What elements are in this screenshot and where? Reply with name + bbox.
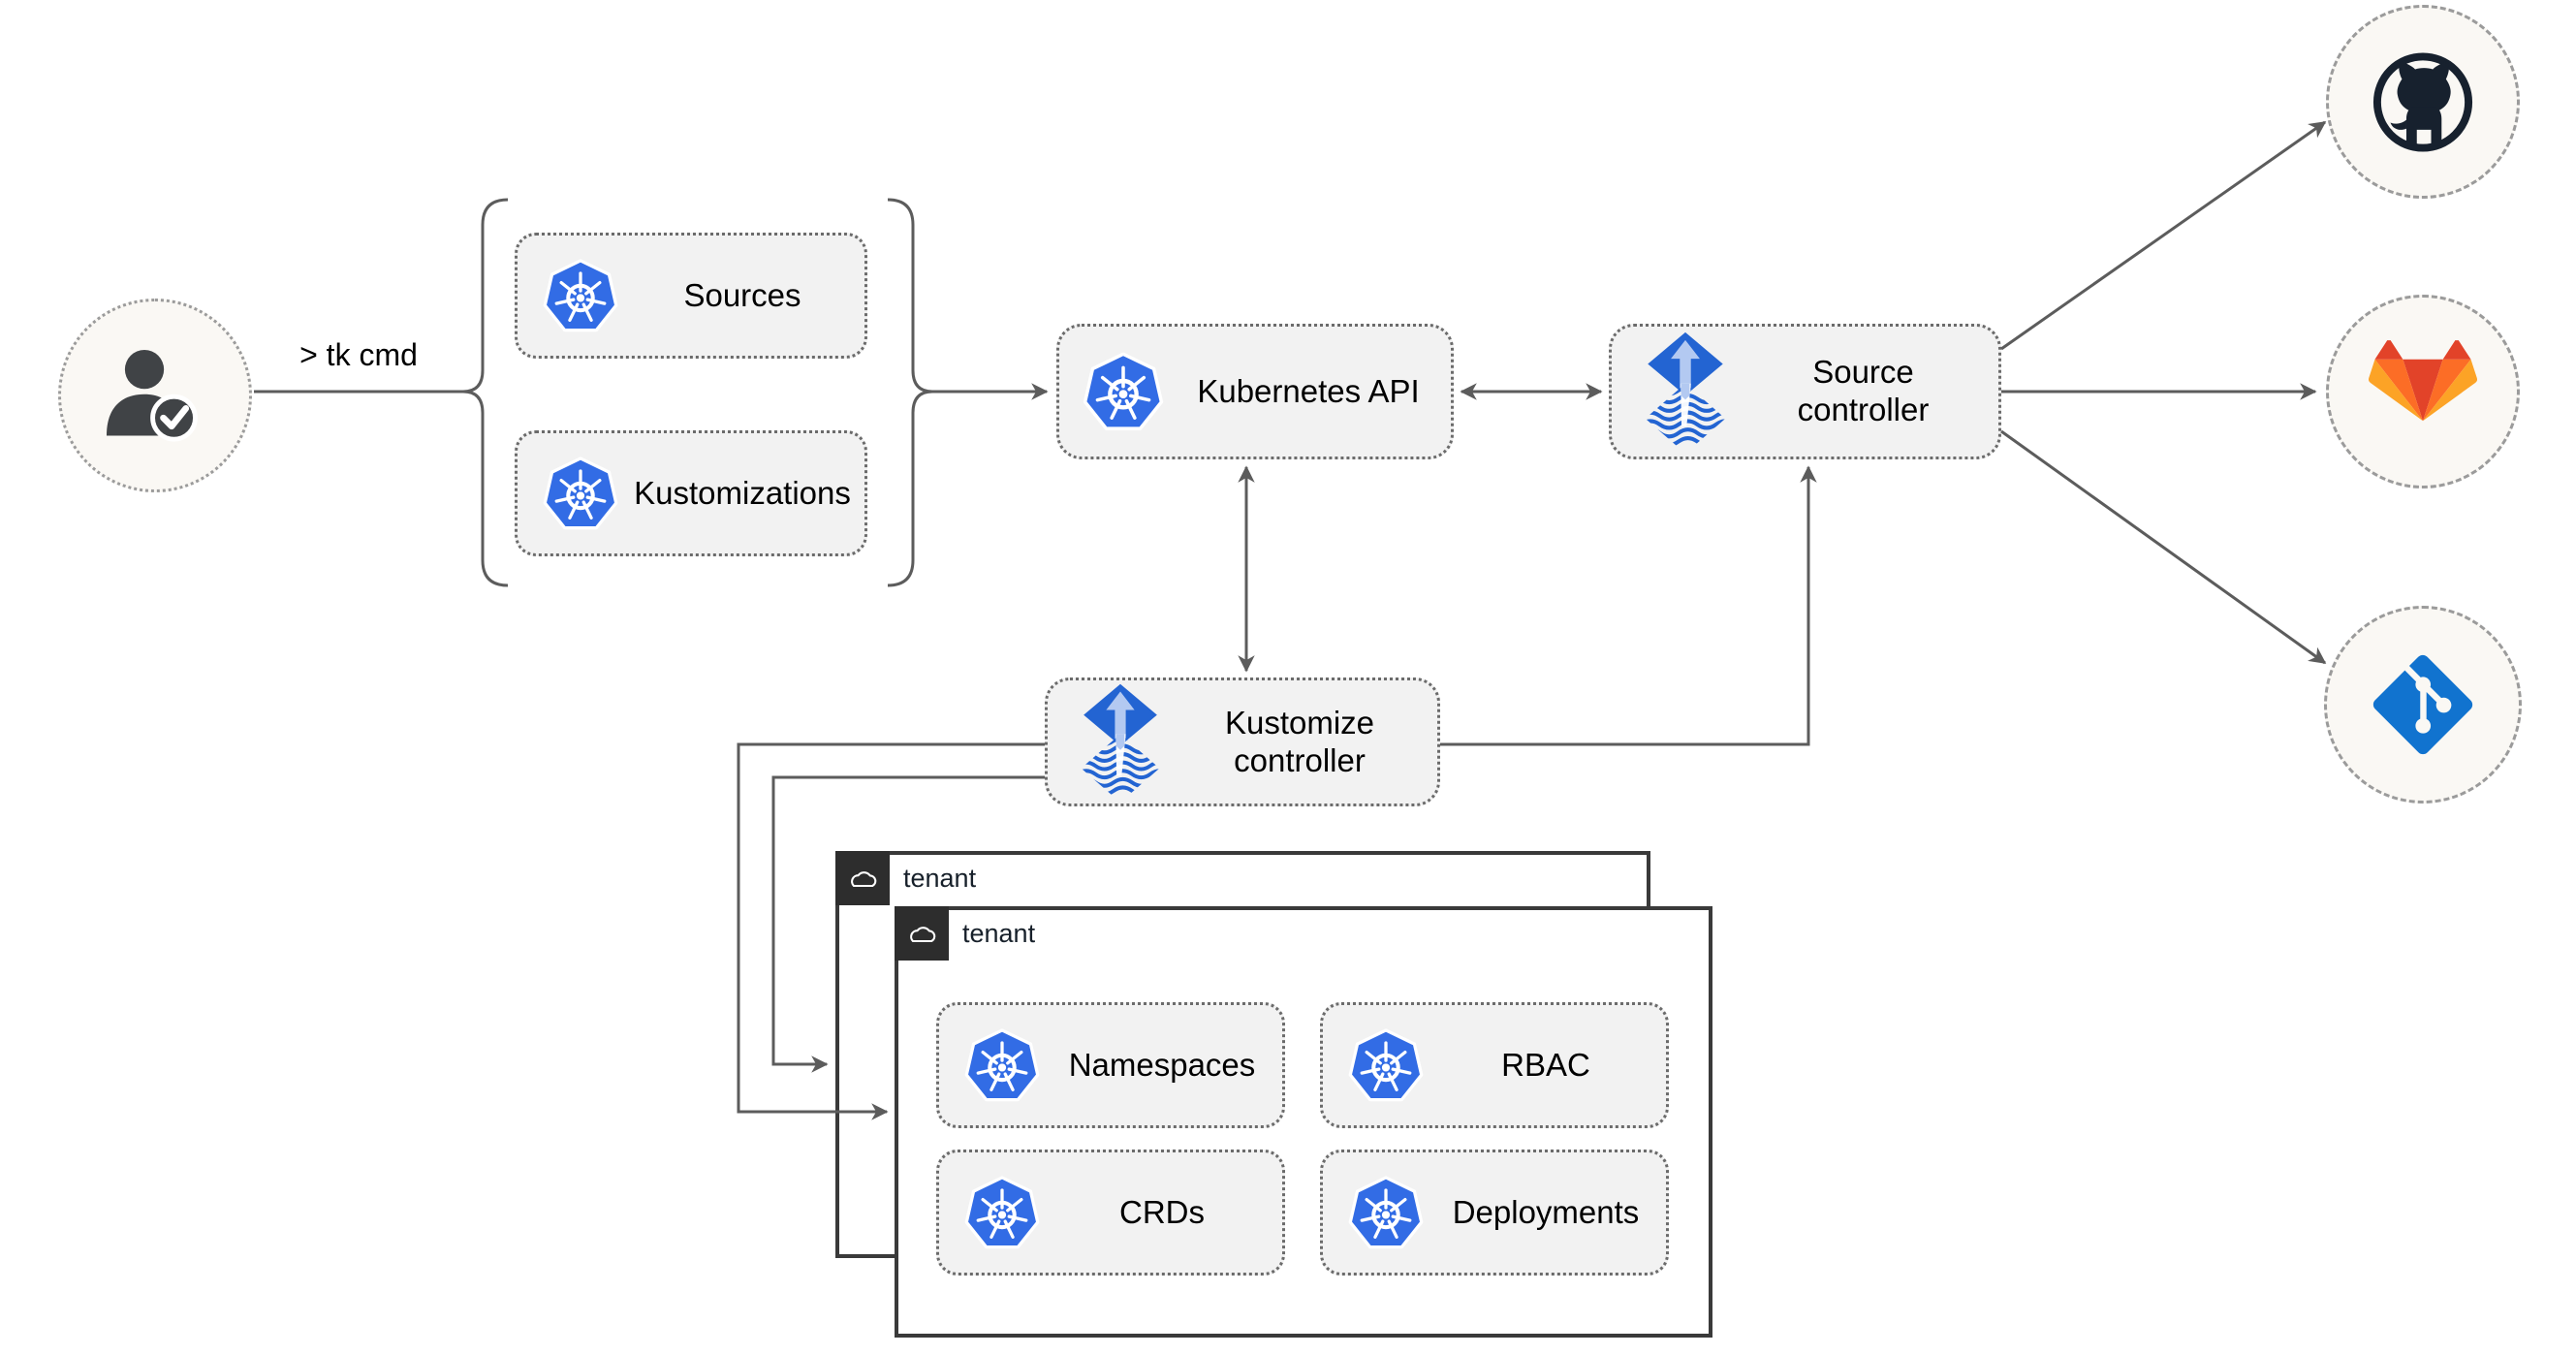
kubernetes-icon <box>541 256 620 335</box>
kubernetes-icon <box>1081 349 1166 434</box>
edge-source-controller-to-github <box>2000 120 2327 351</box>
tenant-header <box>895 906 949 961</box>
cloud-icon <box>845 866 881 892</box>
git-icon <box>2371 652 2475 757</box>
rbac-label: RBAC <box>1501 1046 1590 1083</box>
cloud-icon <box>904 921 940 947</box>
namespaces-label: Namespaces <box>1068 1046 1256 1083</box>
sources-node: Sources <box>515 233 867 359</box>
cli-command-label: > tk cmd <box>299 337 418 372</box>
user-actor <box>58 299 252 492</box>
tenant-label: tenant <box>903 864 977 893</box>
tenant-label: tenant <box>962 919 1036 948</box>
kubernetes-api-node: Kubernetes API <box>1056 324 1454 459</box>
rbac-node: RBAC <box>1320 1002 1669 1128</box>
kubernetes-icon <box>541 454 620 533</box>
crds-node: CRDs <box>936 1150 1285 1276</box>
tenant-header <box>835 851 890 905</box>
tenant-box-front: tenant Namespaces RBAC CRDs Deployments <box>895 906 1712 1338</box>
cli-group-right-bracket <box>887 198 933 587</box>
kustomize-controller-label: Kustomize controller <box>1224 704 1375 778</box>
edge-kustomize-controller-to-source-controller <box>1440 465 1817 746</box>
flux-icon <box>1079 682 1162 803</box>
kubernetes-icon <box>962 1025 1042 1105</box>
github-endpoint <box>2326 5 2520 199</box>
kubernetes-icon <box>1346 1173 1426 1252</box>
source-controller-node: Source controller <box>1609 324 2001 459</box>
kubernetes-icon <box>1346 1025 1426 1105</box>
gitlab-endpoint <box>2326 295 2520 488</box>
flux-icon <box>1643 331 1728 454</box>
edge-source-controller-to-git <box>2000 429 2327 665</box>
github-icon <box>2366 49 2480 155</box>
deployments-node: Deployments <box>1320 1150 1669 1276</box>
source-controller-label: Source controller <box>1797 354 1930 427</box>
gitlab-icon <box>2369 340 2477 444</box>
kubernetes-api-label: Kubernetes API <box>1197 372 1420 409</box>
git-endpoint <box>2324 606 2522 804</box>
kubernetes-icon <box>962 1173 1042 1252</box>
namespaces-node: Namespaces <box>936 1002 1285 1128</box>
deployments-label: Deployments <box>1452 1193 1640 1230</box>
cli-group-left-bracket <box>462 198 509 587</box>
kustomize-controller-node: Kustomize controller <box>1045 678 1440 806</box>
kustomizations-node: Kustomizations <box>515 430 867 556</box>
crds-label: CRDs <box>1119 1193 1205 1230</box>
user-check-icon <box>96 336 214 455</box>
sources-label: Sources <box>683 276 801 313</box>
kustomizations-label: Kustomizations <box>634 474 851 511</box>
